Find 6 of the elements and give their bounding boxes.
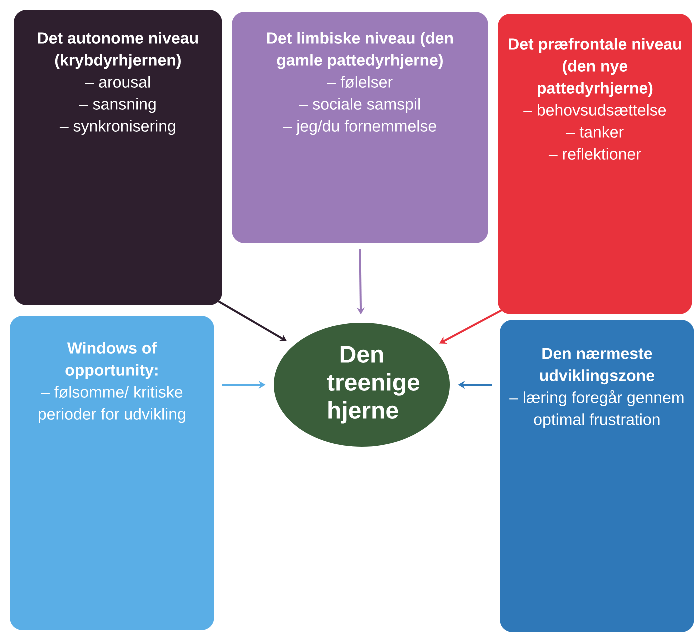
rounded-box: Den nærmeste udviklingszone – læring foregår gennem optimal frustration bbox=[500, 320, 694, 632]
rounded-box: Det autonome niveau (krybdyrhjernen) – arousal – sansning – synkronisering bbox=[14, 10, 222, 306]
ellipse-node: Den treenige hjerne bbox=[274, 323, 450, 447]
rounded-box: Det præfrontale niveau (den nye pattedyrhjerne) – behovsudsættelse – tanker – reflektioner bbox=[498, 14, 692, 314]
rounded-box: Windows of opportunity: – følsomme/ kritiske perioder for udvikling bbox=[10, 316, 214, 630]
rounded-box: Det limbiske niveau (den gamle pattedyrhjerne) – følelser – sociale samspil – jeg/du fornemmelse bbox=[232, 12, 488, 244]
